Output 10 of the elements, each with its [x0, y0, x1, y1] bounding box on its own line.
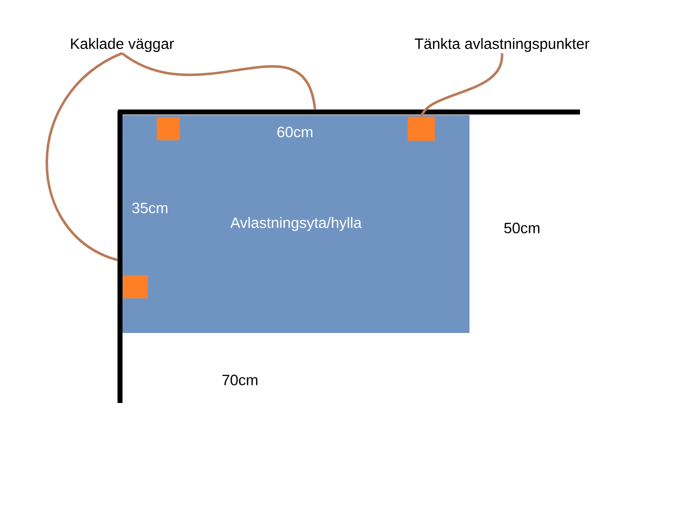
dimension-label: 70cm	[222, 374, 258, 386]
dimension-label: 50cm	[504, 222, 540, 234]
callout-text: Kaklade väggar	[71, 38, 174, 52]
leader-line	[121, 52, 316, 110]
leader-line	[46, 52, 123, 262]
support-point-square	[156, 117, 180, 140]
leader-line	[420, 53, 504, 118]
support-point-square	[122, 275, 148, 298]
support-point-square	[408, 116, 435, 141]
callout-text: Tänkta avlastningspunkter	[414, 38, 590, 52]
